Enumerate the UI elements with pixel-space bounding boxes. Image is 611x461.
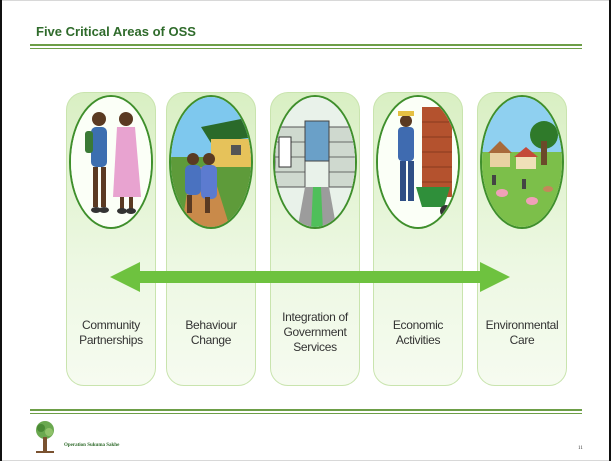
area-label-line: Behaviour: [185, 318, 237, 332]
area-label-line: Economic: [392, 318, 444, 332]
illustration-worker-wheelbarrow: [376, 95, 460, 229]
double-arrow-icon: [110, 262, 510, 292]
slide-title: Five Critical Areas of OSS: [36, 24, 196, 39]
area-label-line: Care: [509, 333, 535, 347]
title-divider-thin: [30, 48, 582, 49]
slide-border-left: [0, 0, 2, 461]
area-label-line: Change: [190, 333, 232, 347]
title-divider: [30, 44, 582, 46]
area-label-line: Environmental: [485, 318, 559, 332]
area-label-environmental-care: Environmental Care: [477, 318, 567, 348]
area-label-line: Services: [293, 340, 337, 354]
area-label-line: Integration of: [282, 310, 348, 324]
area-label-line: Partnerships: [79, 333, 143, 347]
illustration-two-women: [69, 95, 153, 229]
footer-divider-thin: [30, 413, 582, 414]
tree-logo-icon: [36, 421, 54, 453]
area-label-behaviour-change: Behaviour Change: [166, 318, 256, 348]
footer-organization: Operation Sukuma Sakhe: [64, 443, 120, 448]
slide-border-right: [609, 0, 611, 461]
area-label-economic-activities: Economic Activities: [373, 318, 463, 348]
area-label-integration-services: Integration of Government Services: [270, 310, 360, 355]
area-label-line: Community: [82, 318, 140, 332]
illustration-government-building: [273, 95, 357, 229]
footer-divider: [30, 409, 582, 411]
illustration-couple-house: [169, 95, 253, 229]
page-number: 11: [578, 446, 583, 451]
area-label-community-partnerships: Community Partnerships: [66, 318, 156, 348]
illustration-village-scene: [480, 95, 564, 229]
area-label-line: Activities: [395, 333, 441, 347]
area-label-line: Government: [283, 325, 347, 339]
